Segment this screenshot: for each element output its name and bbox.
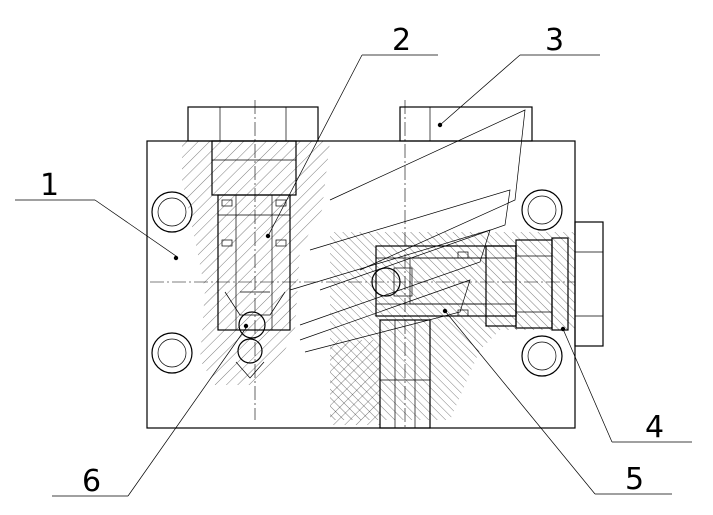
callout-label-4: 4 [645, 410, 664, 445]
callout-label-6: 6 [82, 464, 101, 499]
callout-1: 1 [15, 168, 179, 261]
right-side-plug [574, 221, 604, 347]
callout-4: 4 [560, 326, 692, 445]
centerlines [150, 100, 575, 430]
right-cartridge [371, 237, 569, 331]
callout-label-1: 1 [40, 168, 59, 203]
callout-label-5: 5 [625, 462, 644, 497]
top-left-plug [187, 106, 319, 142]
callout-3: 3 [437, 23, 600, 128]
callout-6: 6 [52, 323, 249, 499]
callout-2: 2 [265, 23, 438, 239]
internal-passages [289, 109, 526, 353]
bottom-bore [379, 319, 431, 429]
top-right-plug [399, 106, 533, 142]
callout-label-2: 2 [392, 23, 411, 58]
callout-label-3: 3 [545, 23, 564, 58]
mounting-holes [151, 189, 563, 377]
section-hatching [182, 141, 575, 425]
left-cartridge [211, 140, 297, 379]
hole-top-left [151, 191, 193, 233]
hole-top-right [521, 189, 563, 231]
hole-bottom-left [151, 332, 193, 374]
callout-5: 5 [442, 308, 672, 497]
hole-bottom-right [521, 335, 563, 377]
